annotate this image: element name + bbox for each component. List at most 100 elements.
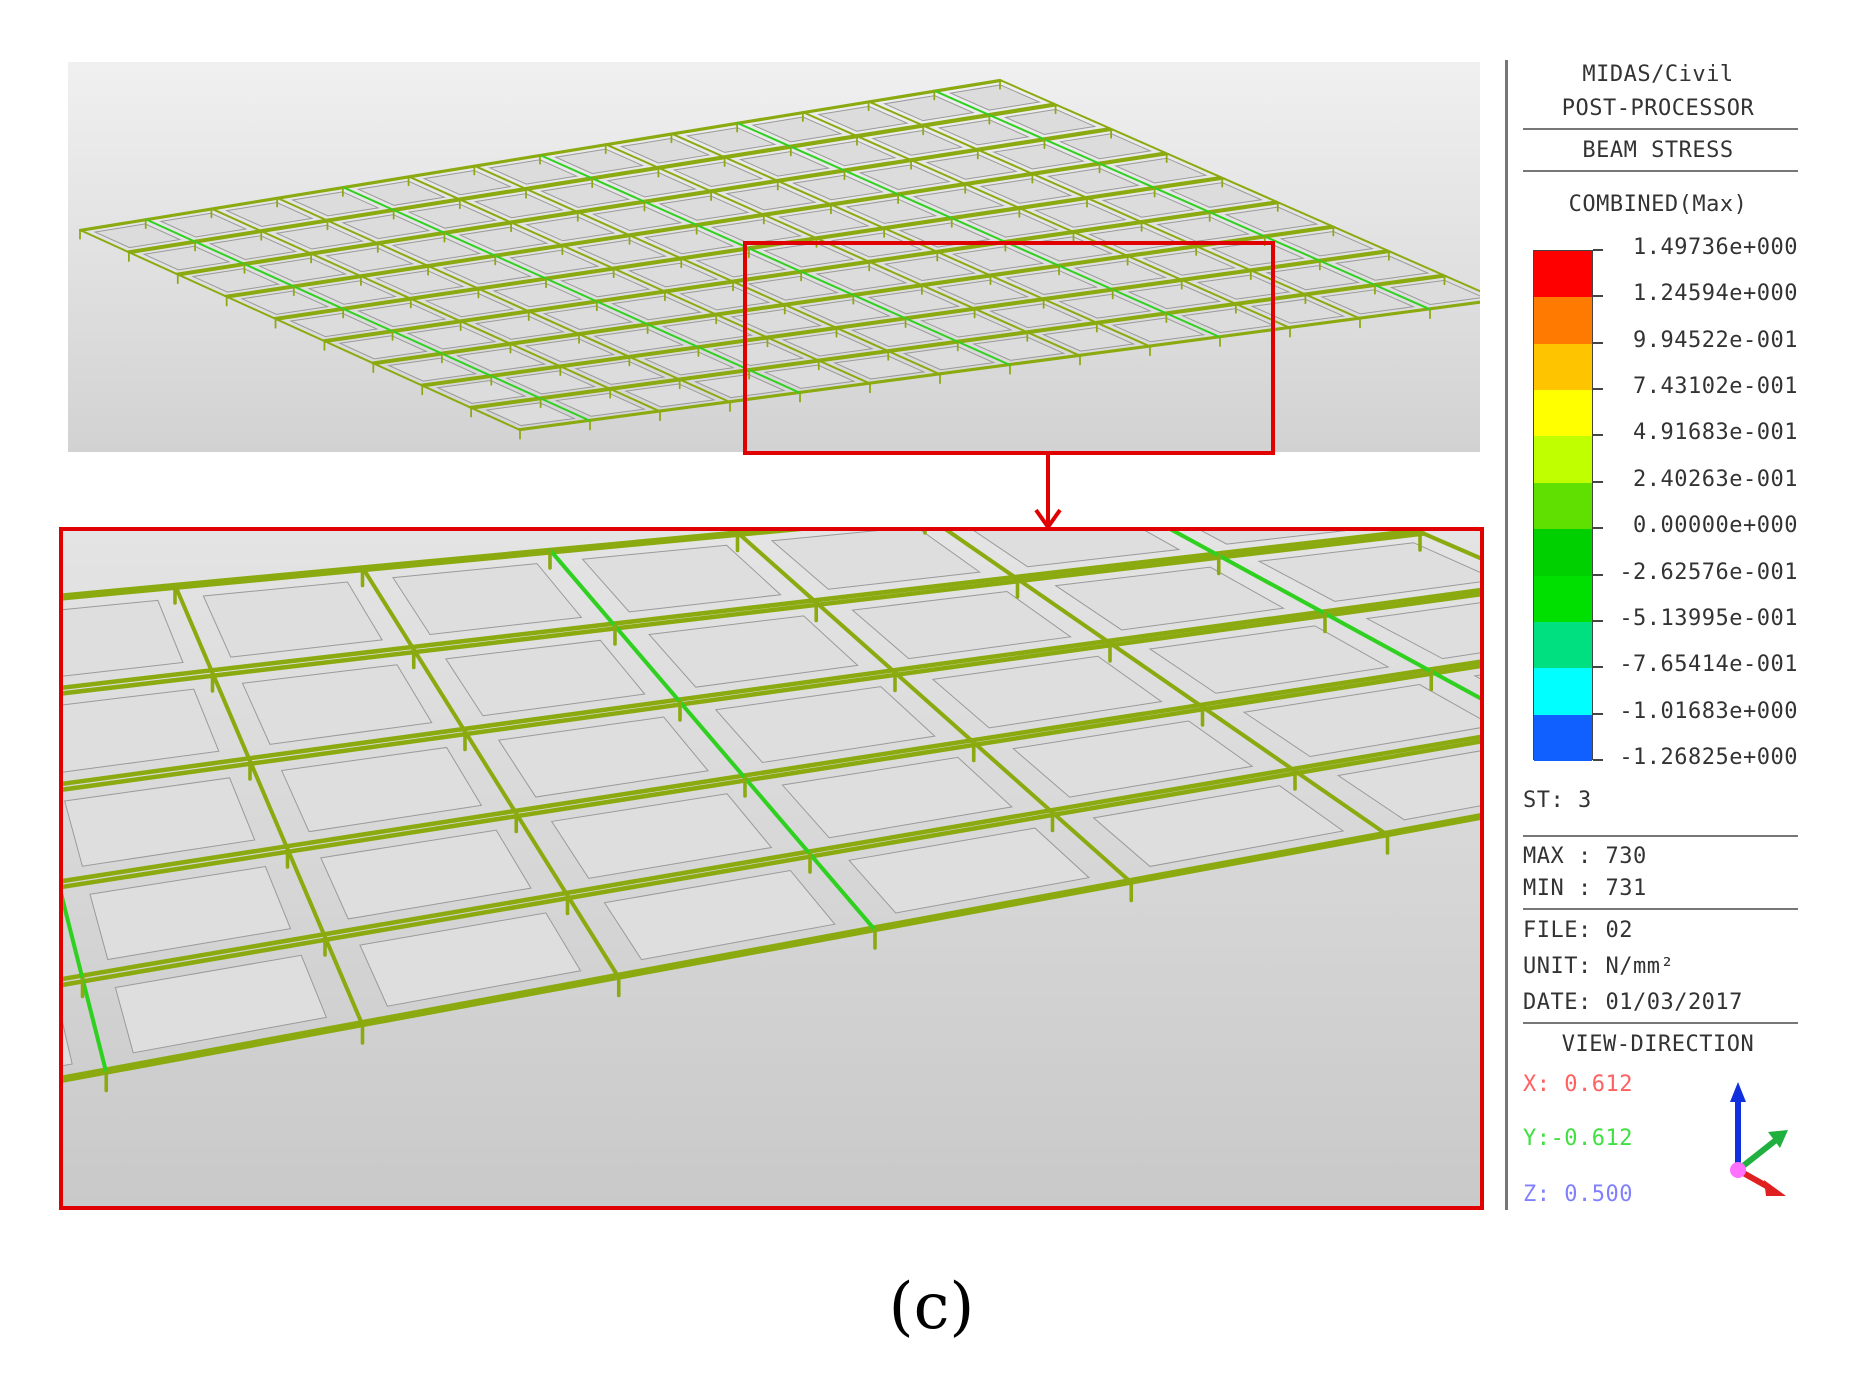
beam-cross xyxy=(360,565,621,980)
solar-panel xyxy=(751,116,843,143)
solar-panel xyxy=(936,279,1030,305)
solar-panel xyxy=(359,912,582,1007)
solar-panel xyxy=(387,357,478,382)
beam-cross xyxy=(79,229,521,431)
solar-panel xyxy=(966,212,1059,238)
color-scale-tick xyxy=(1593,712,1603,715)
legend-unit: UNIT: N/mm² xyxy=(1523,954,1675,979)
solar-panel xyxy=(441,259,533,285)
solar-panel xyxy=(0,714,6,802)
solar-panel xyxy=(1265,264,1361,291)
solar-panel xyxy=(883,256,977,282)
solar-panel xyxy=(509,249,600,275)
color-scale-value: -2.62576e-001 xyxy=(1619,559,1798,585)
solar-panel xyxy=(1012,720,1254,798)
solar-panel xyxy=(672,161,764,188)
solar-panel xyxy=(63,1022,73,1067)
solar-panel xyxy=(581,544,782,613)
solar-panel xyxy=(1054,566,1286,631)
legend-date: DATE: 01/03/2017 xyxy=(1523,990,1743,1015)
beam-cross xyxy=(604,143,1081,357)
solar-panel xyxy=(1004,269,1099,295)
solar-panel xyxy=(851,591,1072,660)
color-scale-swatch xyxy=(1534,621,1592,669)
solar-panel xyxy=(591,205,683,232)
solar-panel xyxy=(798,299,892,324)
solar-panel xyxy=(240,290,330,315)
legend-component: COMBINED(Max) xyxy=(1568,192,1748,217)
solar-panel xyxy=(1320,289,1416,315)
beam-cross xyxy=(736,121,1221,339)
solar-panel xyxy=(1156,216,1251,242)
color-scale-value: -5.13995e-001 xyxy=(1619,605,1798,631)
solar-panel xyxy=(871,129,964,156)
solar-panel xyxy=(902,345,996,371)
solar-panel xyxy=(63,777,256,867)
solar-panel xyxy=(778,208,870,235)
result-legend: MIDAS/Civil POST-PROCESSOR BEAM STRESS C… xyxy=(1505,60,1808,1210)
solar-panel xyxy=(712,341,805,366)
color-scale-value: 1.24594e+000 xyxy=(1633,281,1798,307)
solar-panel xyxy=(931,655,1163,729)
solar-panel xyxy=(63,688,220,773)
solar-panel xyxy=(648,615,859,688)
color-scale-bar xyxy=(1533,250,1593,762)
solar-panel xyxy=(738,150,831,177)
color-scale-swatch xyxy=(1534,343,1592,391)
beam-cross xyxy=(547,547,878,933)
color-scale-swatch xyxy=(1534,297,1592,345)
solar-panel xyxy=(858,164,951,190)
color-scale-tick xyxy=(1593,527,1603,530)
axis-triad-icon xyxy=(1730,1082,1788,1196)
solar-panel xyxy=(488,159,579,185)
solar-panel xyxy=(1250,298,1346,324)
solar-panel xyxy=(992,143,1085,170)
solar-panel xyxy=(603,869,836,961)
beam-cross xyxy=(944,531,1390,838)
solar-panel xyxy=(208,235,298,260)
solar-panel xyxy=(258,257,348,283)
solar-panel xyxy=(289,312,379,338)
solar-panel xyxy=(524,338,616,363)
solar-panel xyxy=(550,793,773,879)
beam-cross xyxy=(670,132,1151,348)
zoom-region-box xyxy=(743,241,1275,455)
solar-panel xyxy=(948,84,1042,111)
solar-panel xyxy=(848,827,1091,914)
beam-cross xyxy=(1169,531,1480,701)
color-scale-value: -1.01683e+000 xyxy=(1619,698,1798,724)
solar-panel xyxy=(781,756,1013,839)
solar-panel xyxy=(695,252,787,278)
color-scale-value: 9.94522e-001 xyxy=(1633,327,1798,353)
solar-panel xyxy=(473,193,564,219)
solar-panel xyxy=(1073,260,1168,286)
color-scale-tick xyxy=(1593,666,1603,669)
solar-panel xyxy=(805,140,897,167)
solar-panel xyxy=(444,639,646,717)
beam-cross xyxy=(210,207,661,413)
solar-panel xyxy=(406,325,497,350)
solar-panel xyxy=(989,303,1083,329)
solar-panel xyxy=(792,174,884,201)
solar-panel xyxy=(1224,206,1319,233)
solar-panel xyxy=(356,180,446,206)
beam-cross xyxy=(63,893,109,1075)
solar-panel xyxy=(1257,542,1480,602)
color-scale-swatch xyxy=(1534,482,1592,530)
solar-panel xyxy=(979,178,1073,204)
solar-panel xyxy=(0,808,28,901)
solar-panel xyxy=(554,392,646,417)
solar-panel xyxy=(1334,255,1430,281)
legend-min: MIN : 731 xyxy=(1523,876,1647,901)
solar-panel xyxy=(497,716,709,798)
solar-panel xyxy=(0,903,50,1000)
solar-panel xyxy=(505,370,597,395)
solar-panel xyxy=(685,127,777,153)
color-scale-value: 1.49736e+000 xyxy=(1633,235,1798,260)
beam-cross xyxy=(341,186,801,394)
solar-panel xyxy=(937,119,1030,146)
solar-panel xyxy=(1127,284,1222,310)
solar-panel xyxy=(560,272,651,298)
solar-panel xyxy=(274,224,364,250)
solar-panel xyxy=(606,172,697,198)
